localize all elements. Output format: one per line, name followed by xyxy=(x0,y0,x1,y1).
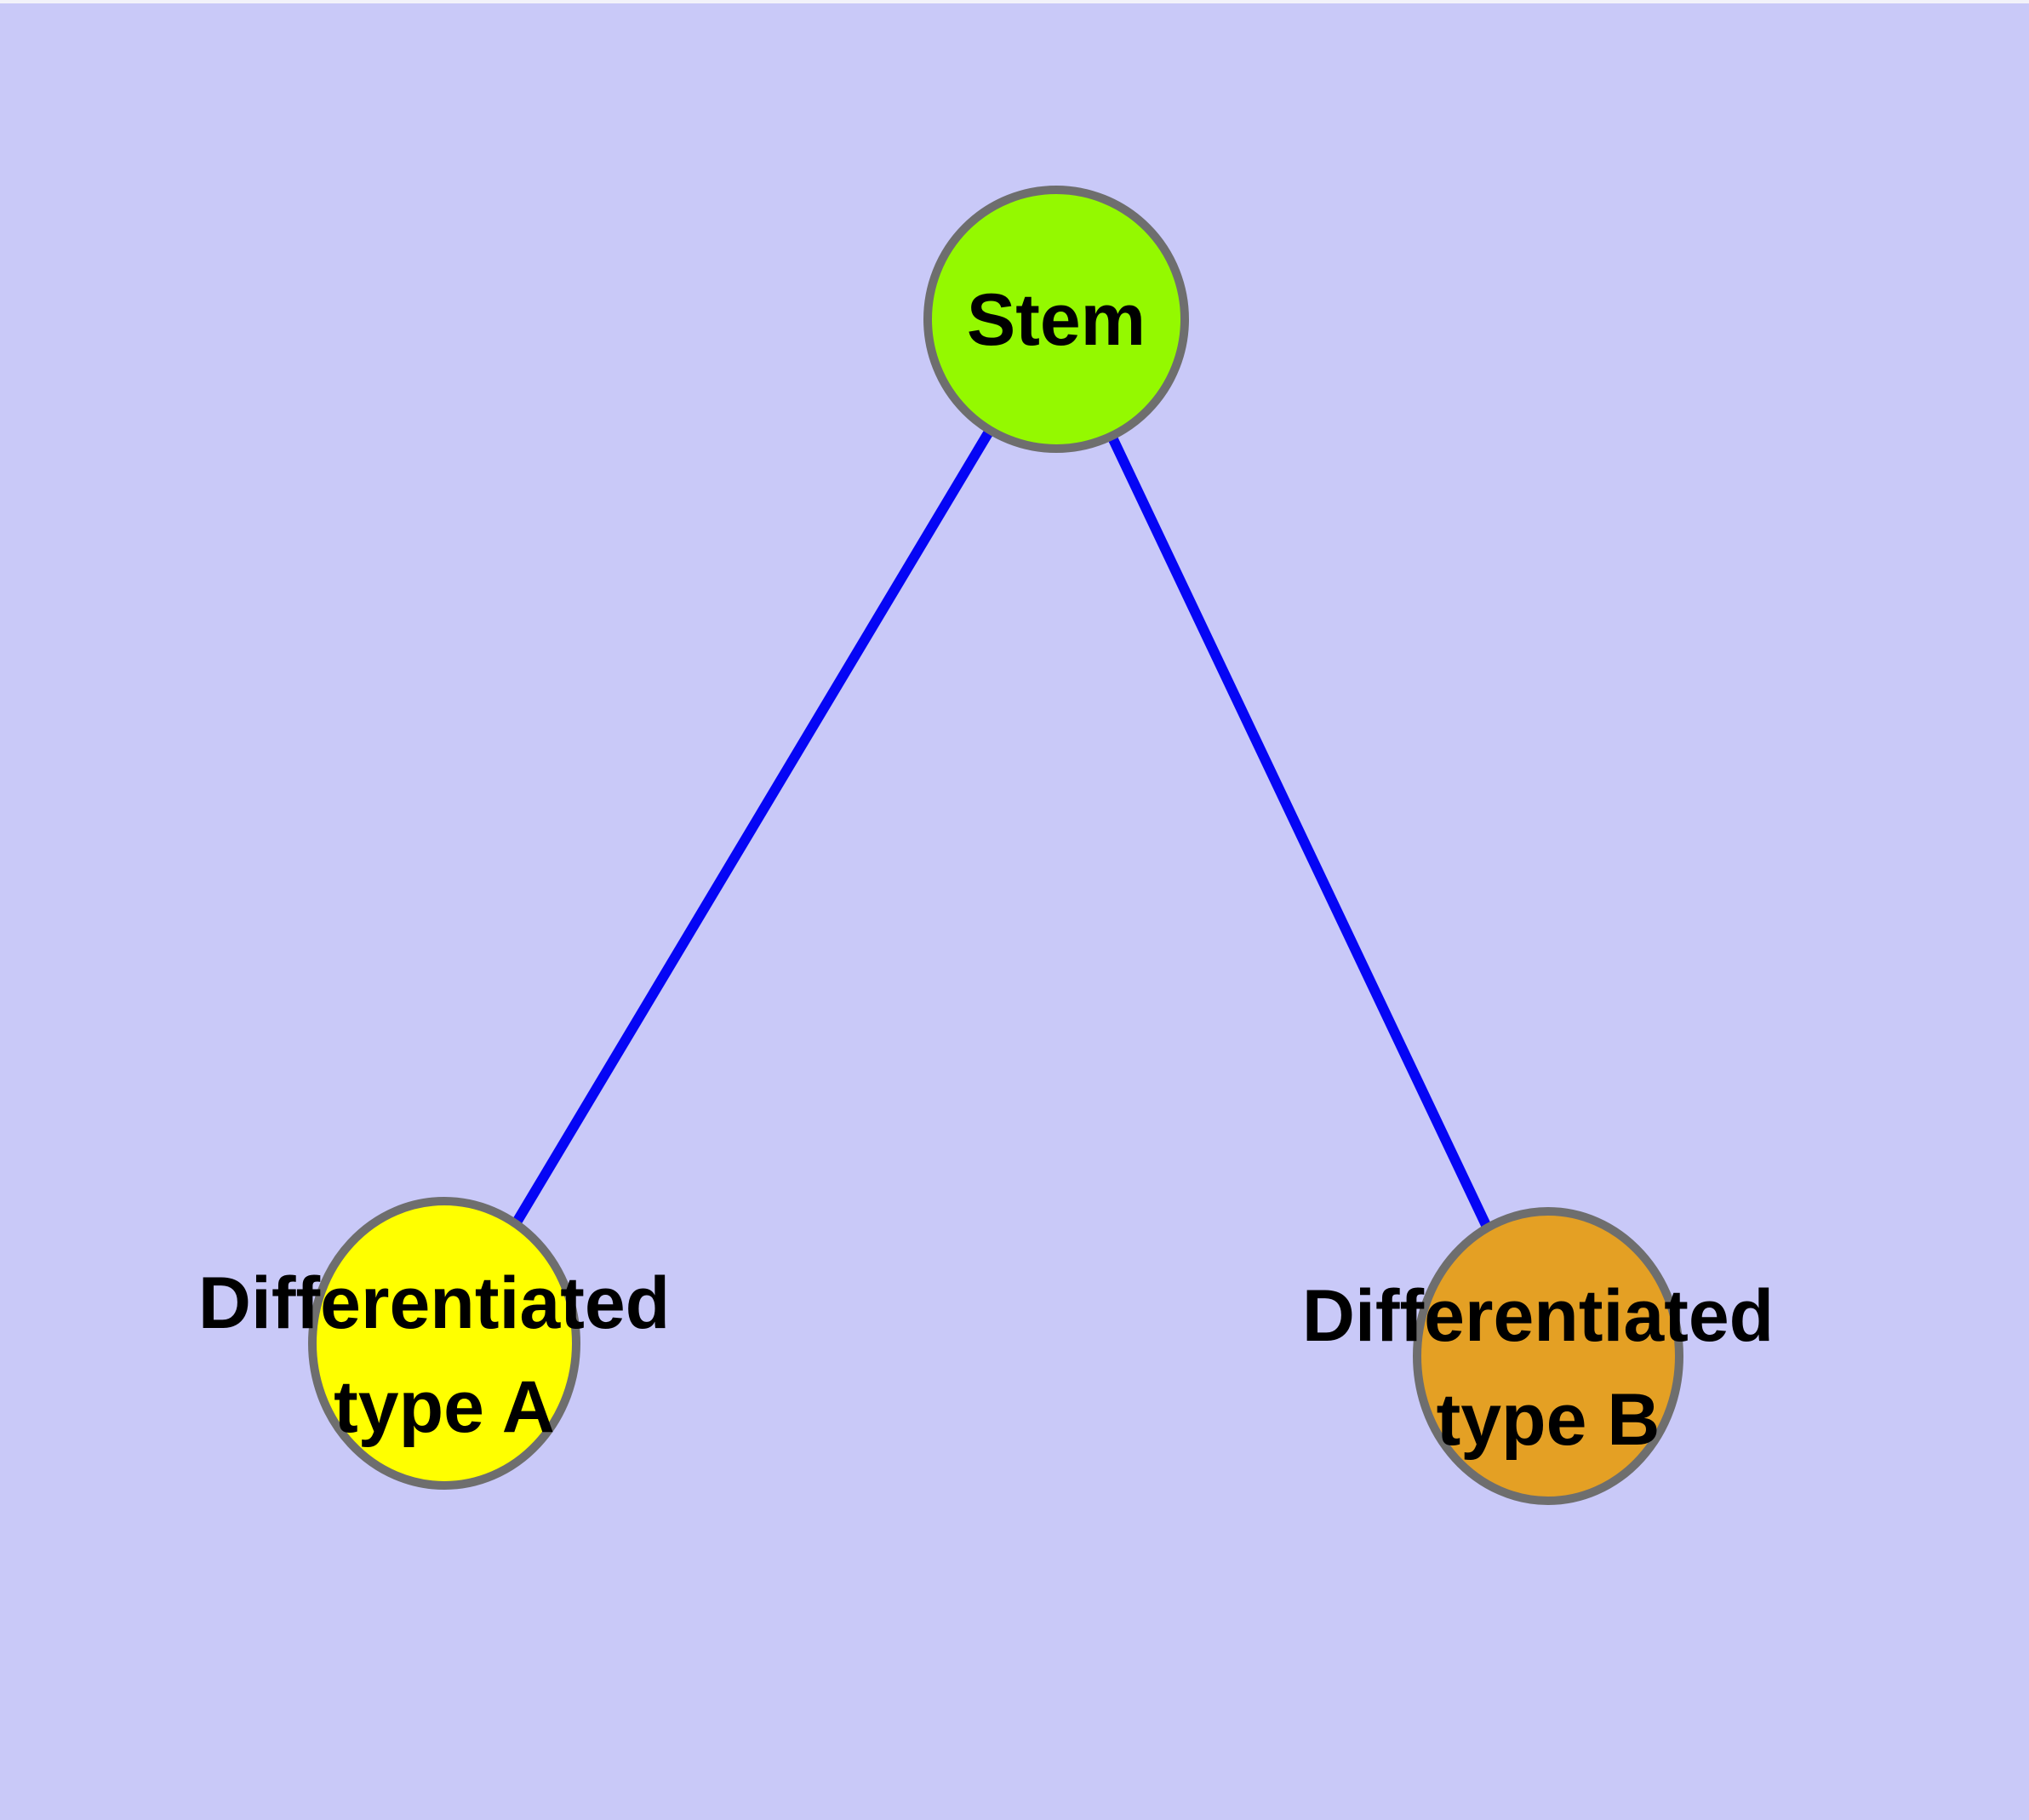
node-stem-label-line1: Stem xyxy=(967,279,1146,361)
node-typeB-label-line2: type B xyxy=(1437,1379,1660,1461)
node-typeA-label-line1: Differentiated xyxy=(198,1262,670,1344)
top-margin-strip xyxy=(0,0,2029,3)
node-stem-circle xyxy=(923,186,1189,453)
node-typeB-label: Differentiated type B xyxy=(1302,1275,1794,1461)
edge-stem-to-typeA xyxy=(439,316,1061,1347)
node-typeB-label-line1: Differentiated xyxy=(1302,1275,1774,1357)
node-typeA-label: Differentiated type A xyxy=(198,1262,690,1448)
node-typeA-label-line2: type A xyxy=(334,1366,555,1448)
edge-stem-to-typeB xyxy=(1051,317,1553,1359)
node-typeA-circle xyxy=(308,1197,580,1490)
node-stem-label: Stem xyxy=(967,279,1146,361)
node-typeB-circle xyxy=(1413,1207,1683,1505)
